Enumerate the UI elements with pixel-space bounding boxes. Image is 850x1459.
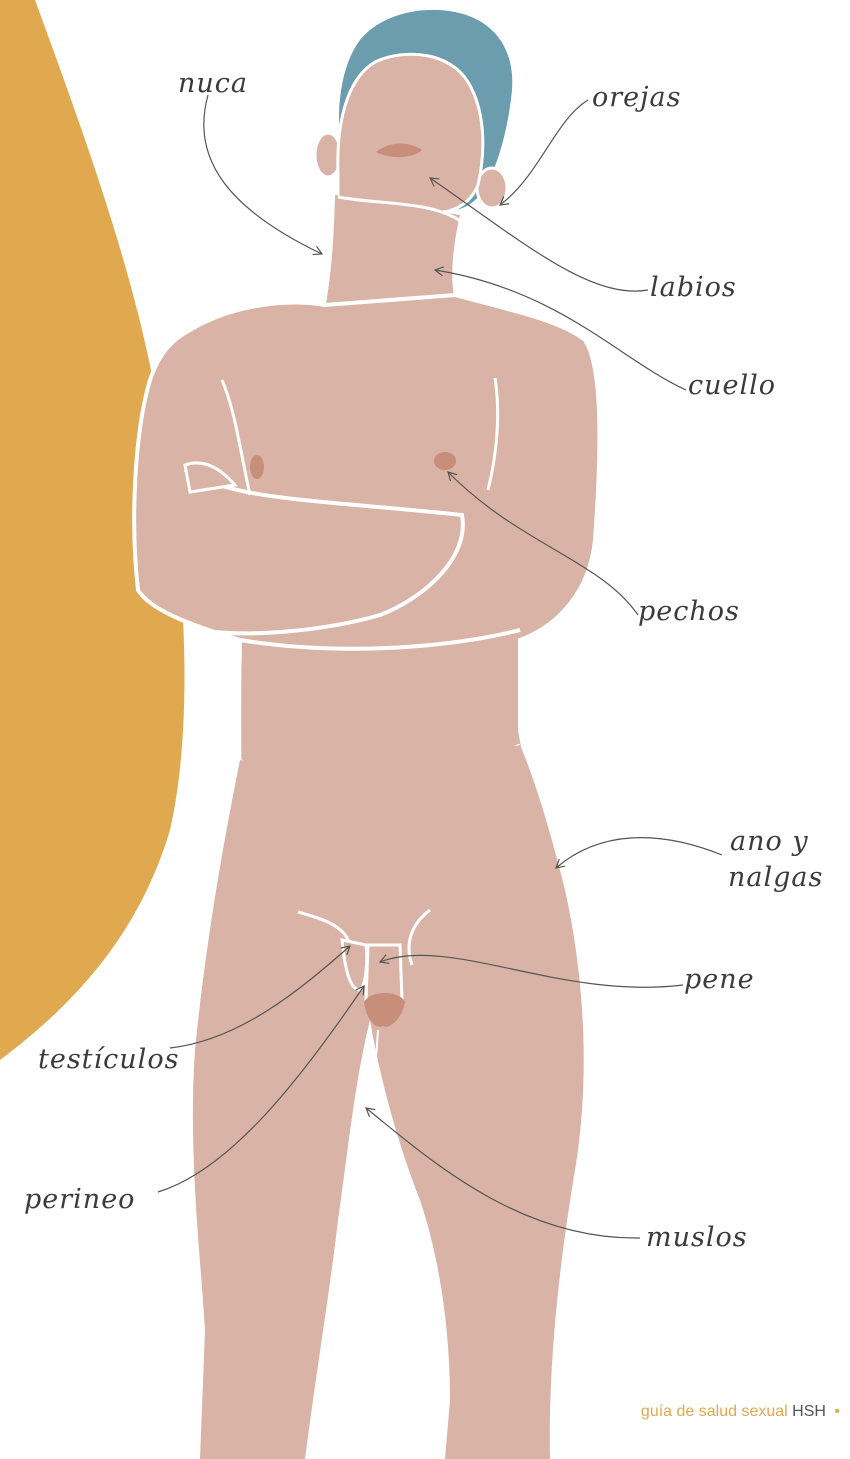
label-labios: labios (650, 272, 737, 303)
footer-brand-text: HSH (792, 1403, 826, 1420)
inner-thigh-line (370, 1030, 378, 1110)
label-ano-line1: ano y (730, 826, 809, 857)
label-cuello: cuello (688, 370, 776, 401)
legs (193, 745, 584, 1459)
label-pechos: pechos (638, 596, 740, 627)
leader-ano (556, 838, 722, 868)
leader-nuca (204, 95, 322, 254)
footer-dot: • (834, 1403, 840, 1420)
torso (134, 295, 599, 840)
penis (366, 945, 402, 1000)
head (338, 54, 483, 212)
human-figure (134, 10, 599, 1459)
right-nipple (434, 452, 456, 470)
footer: guía de salud sexual HSH • (641, 1403, 840, 1421)
leader-orejas (500, 100, 588, 205)
left-nipple (250, 455, 264, 479)
label-ano-line2: nalgas (728, 862, 823, 893)
label-orejas: orejas (592, 82, 681, 113)
label-pene: pene (684, 964, 755, 995)
label-perineo: perineo (24, 1184, 135, 1215)
label-testiculos: testículos (38, 1044, 179, 1075)
label-muslos: muslos (646, 1222, 748, 1253)
footer-guide-text: guía de salud sexual (641, 1403, 788, 1420)
label-nuca: nuca (178, 68, 248, 99)
